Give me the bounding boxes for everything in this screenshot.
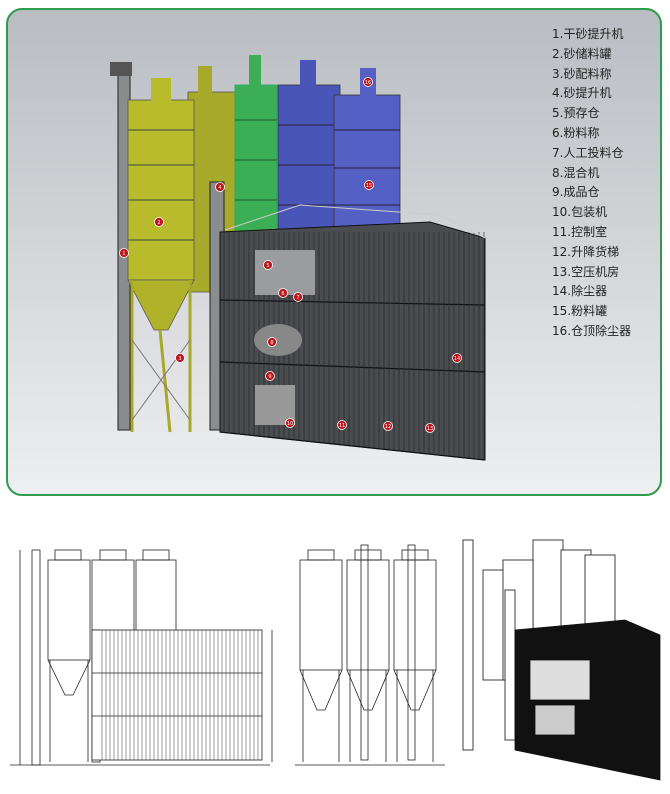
callout-number: 15 <box>366 183 372 189</box>
callout-number: 6 <box>281 291 284 297</box>
isometric-line-drawing <box>462 539 661 781</box>
callout-8: 8 <box>267 337 277 347</box>
callout-16: 16 <box>363 77 373 87</box>
callout-number: 3 <box>178 356 181 362</box>
legend-item: 14.除尘器 <box>552 284 608 299</box>
callout-11: 11 <box>337 420 347 430</box>
callout-14: 14 <box>452 353 462 363</box>
mixing-building <box>219 204 486 461</box>
elevator-head <box>110 62 132 76</box>
legend-item: 6.粉料称 <box>552 125 600 140</box>
legend-item: 2.砂储料罐 <box>552 46 612 61</box>
callout-number: 1 <box>122 251 125 257</box>
callout-4: 4 <box>215 182 225 192</box>
callout-12: 12 <box>383 421 393 431</box>
callout-3: 3 <box>175 353 185 363</box>
legend-item: 15.粉料罐 <box>552 304 608 319</box>
callout-number: 2 <box>157 220 160 226</box>
legend-item: 16.仓顶除尘器 <box>552 323 632 338</box>
callout-7: 7 <box>293 292 303 302</box>
side-elevation-drawing <box>295 544 445 766</box>
callout-9: 9 <box>265 371 275 381</box>
legend-item: 1.干砂提升机 <box>552 27 624 41</box>
front-elevation-drawing <box>10 549 273 766</box>
legend-item: 10.包装机 <box>552 205 608 220</box>
callout-2: 2 <box>154 217 164 227</box>
callout-number: 4 <box>218 185 221 191</box>
legend-item: 8.混合机 <box>552 165 600 180</box>
legend-item: 3.砂配料称 <box>552 66 612 81</box>
legend-item: 9.成品仓 <box>552 185 600 200</box>
legend-item: 11.控制室 <box>552 224 608 239</box>
callout-number: 13 <box>427 426 433 432</box>
callout-6: 6 <box>278 288 288 298</box>
legend-item: 13.空压机房 <box>552 264 620 279</box>
callout-number: 16 <box>365 80 371 86</box>
callout-1: 1 <box>119 248 129 258</box>
callout-13: 13 <box>425 423 435 433</box>
sand-silo-front <box>127 78 195 433</box>
callout-number: 11 <box>339 423 345 429</box>
powder-silo-back <box>277 60 341 236</box>
legend-item: 7.人工投料仓 <box>552 145 624 160</box>
green-silo <box>234 55 278 236</box>
legend-item: 12.升降货梯 <box>552 244 620 259</box>
legend-item: 5.预存仓 <box>552 106 600 121</box>
callout-number: 14 <box>454 356 460 362</box>
callout-10: 10 <box>285 418 295 428</box>
callout-5: 5 <box>263 260 273 270</box>
callout-number: 7 <box>296 295 299 301</box>
callout-number: 5 <box>266 263 269 269</box>
legend-item: 4.砂提升机 <box>552 86 612 101</box>
callout-number: 12 <box>385 424 391 430</box>
callout-number: 9 <box>268 374 271 380</box>
callout-number: 8 <box>270 340 273 346</box>
callout-15: 15 <box>364 180 374 190</box>
callout-number: 10 <box>287 421 293 427</box>
component-legend: 1.干砂提升机 2.砂储料罐 3.砂配料称 4.砂提升机 5.预存仓 6.粉料称 7.人工投… <box>552 25 631 342</box>
